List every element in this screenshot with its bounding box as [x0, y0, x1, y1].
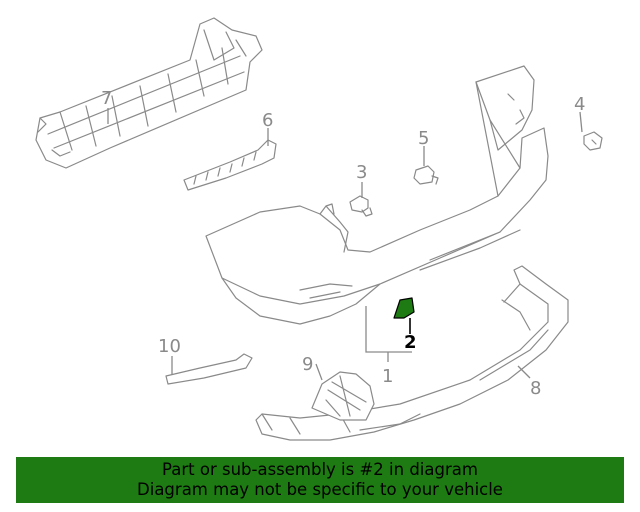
callout-1: 1 [382, 366, 393, 387]
part-10-trim-strip [165, 353, 253, 385]
part-2-highlighted [393, 297, 415, 319]
callout-7: 7 [101, 88, 112, 109]
part-7-reinforcement-beam [35, 17, 263, 169]
part-1-bumper-cover [205, 65, 549, 325]
parts-diagram: 7 6 3 5 4 2 1 8 9 10 [35, 17, 603, 441]
callout-9: 9 [302, 354, 313, 375]
callout-labels: 7 6 3 5 4 2 1 8 9 10 [101, 88, 585, 399]
callout-5: 5 [418, 128, 429, 149]
callout-10: 10 [158, 336, 181, 357]
leader-lines [107, 108, 583, 381]
part-8-lower-valance [255, 265, 569, 441]
part-3-clip [349, 195, 373, 217]
banner-line-2: Diagram may not be specific to your vehi… [137, 480, 503, 499]
part-4-clip [583, 131, 603, 151]
callout-4: 4 [574, 94, 585, 115]
part-9-bracket [311, 371, 375, 421]
info-banner: Part or sub-assembly is #2 in diagram Di… [16, 457, 624, 503]
callout-2: 2 [404, 332, 417, 353]
callout-3: 3 [356, 162, 367, 183]
callout-6: 6 [262, 110, 273, 131]
part-6-bracket [183, 139, 277, 191]
banner-line-1: Part or sub-assembly is #2 in diagram [162, 460, 478, 479]
part-5-grommet [413, 165, 439, 185]
callout-8: 8 [530, 378, 541, 399]
